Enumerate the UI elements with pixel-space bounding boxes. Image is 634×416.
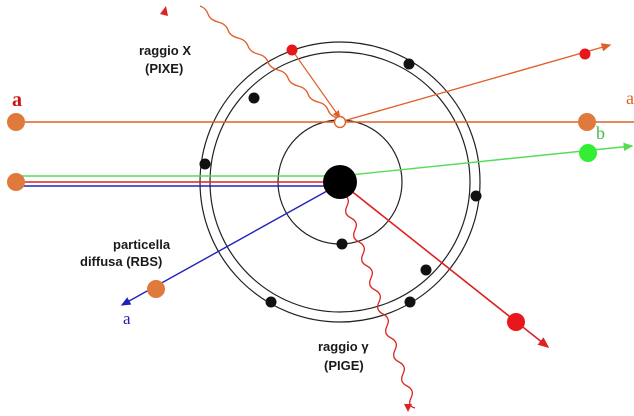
electron bbox=[403, 58, 415, 70]
alpha-rbs-label: a bbox=[123, 309, 131, 328]
electron bbox=[420, 264, 432, 276]
gamma-label-line1: raggio γ bbox=[318, 339, 369, 354]
outgoing-alpha bbox=[578, 113, 596, 131]
beams bbox=[18, 43, 634, 348]
vacancy-hole bbox=[333, 115, 347, 129]
outgoing-beta bbox=[579, 144, 597, 162]
orange-scatter-out bbox=[339, 43, 612, 123]
xray-wave bbox=[199, 5, 339, 119]
electron bbox=[248, 92, 260, 104]
xray-label-line2: (PIXE) bbox=[145, 61, 183, 76]
xray-label-line1: raggio X bbox=[139, 43, 191, 58]
electron bbox=[199, 158, 211, 170]
electron bbox=[336, 238, 348, 250]
ejected-electron-red bbox=[286, 44, 298, 56]
incident-alpha-top bbox=[7, 113, 25, 131]
xray-wave-arrow bbox=[160, 6, 168, 16]
nucleus bbox=[323, 165, 357, 199]
alpha-out-label: a bbox=[626, 88, 634, 108]
electrons bbox=[199, 58, 482, 308]
electron bbox=[404, 296, 416, 308]
ejected-electron-red-right bbox=[579, 48, 591, 60]
electron bbox=[265, 296, 277, 308]
rbs-scattered-particle bbox=[147, 280, 165, 298]
electron bbox=[470, 190, 482, 202]
gamma-wave-arrow bbox=[404, 404, 412, 412]
particles bbox=[7, 44, 597, 331]
alpha-in-label: a bbox=[12, 89, 22, 111]
rbs-label-line2: diffusa (RBS) bbox=[80, 254, 162, 269]
x-ray-electron-path bbox=[291, 49, 341, 119]
gamma-label-line2: (PIGE) bbox=[324, 358, 364, 373]
red-outgoing-particle bbox=[507, 313, 525, 331]
gamma-wave bbox=[342, 193, 416, 409]
rbs-label-line1: particella bbox=[113, 237, 171, 252]
beta-out-label: b bbox=[596, 123, 605, 143]
incident-alpha-bottom bbox=[7, 173, 25, 191]
